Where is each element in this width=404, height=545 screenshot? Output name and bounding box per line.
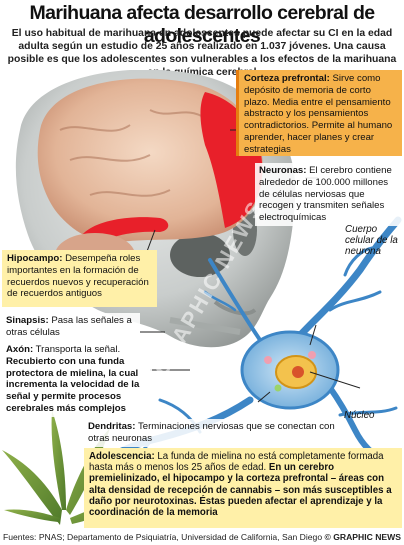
callout-axon-head: Axón:: [6, 344, 34, 355]
callout-neuronas-head: Neuronas:: [259, 165, 307, 176]
callout-hipocampo-text: Desempeña roles importantes en la formac…: [7, 253, 149, 300]
callout-neuronas: Neuronas: El cerebro contiene alrededor …: [255, 163, 403, 226]
callout-adolescencia-bold: En un cerebro premielinizado, el hipocam…: [89, 462, 392, 519]
callout-axon: Axón: Transporta la señal. Recubierto co…: [2, 342, 152, 417]
callout-corteza-head: Corteza prefrontal:: [244, 73, 330, 84]
page-title: Marihuana afecta desarrollo cerebral de …: [29, 2, 375, 47]
label-nucleo: Núcleo: [344, 410, 375, 421]
callout-hipocampo: Hipocampo: Desempeña roles importantes e…: [2, 250, 157, 307]
callout-corteza-prefrontal: Corteza prefrontal: Sirve como depósito …: [236, 70, 402, 156]
callout-hipocampo-head: Hipocampo:: [7, 253, 63, 264]
anatomy-illustration: [2, 70, 402, 525]
callout-corteza-text: Sirve como depósito de memoria de corto …: [244, 73, 393, 155]
callout-dendritas: Dendritas: Terminaciones nerviosas que s…: [84, 419, 344, 447]
callout-dendritas-text: Terminaciones nerviosas que se conectan …: [88, 421, 335, 444]
footer-sources: Fuentes: PNAS; Departamento de Psiquiatr…: [3, 532, 323, 542]
callout-sinapsis-head: Sinapsis:: [6, 315, 49, 326]
callout-axon-text: Transporta la señal.: [33, 344, 121, 355]
callout-adolescencia-text: La funda de mielina no está completament…: [89, 451, 384, 474]
callout-axon-bold: Recubierto con una funda protectora de m…: [6, 355, 140, 414]
callout-dendritas-head: Dendritas:: [88, 421, 136, 432]
footer-credit: © GRAPHIC NEWS: [324, 532, 401, 542]
page-subtitle: El uso habitual de marihuana en adolesce…: [7, 28, 397, 78]
label-cuerpo-celular: Cuerpo celular de la neurona: [345, 224, 398, 257]
neuron-cell-body: [240, 330, 340, 410]
callout-adolescencia: Adolescencia: La funda de mielina no est…: [84, 448, 402, 528]
callout-sinapsis: Sinapsis: Pasa las señales a otras célul…: [2, 313, 140, 341]
callout-adolescencia-head: Adolescencia:: [89, 451, 155, 462]
illustration-stage: GRAPHIC NEWS Corteza prefrontal: Sirve c…: [0, 70, 404, 528]
callout-neuronas-text: El cerebro contiene alrededor de 100.000…: [259, 165, 392, 224]
callout-sinapsis-text: Pasa las señales a otras células: [6, 315, 132, 338]
